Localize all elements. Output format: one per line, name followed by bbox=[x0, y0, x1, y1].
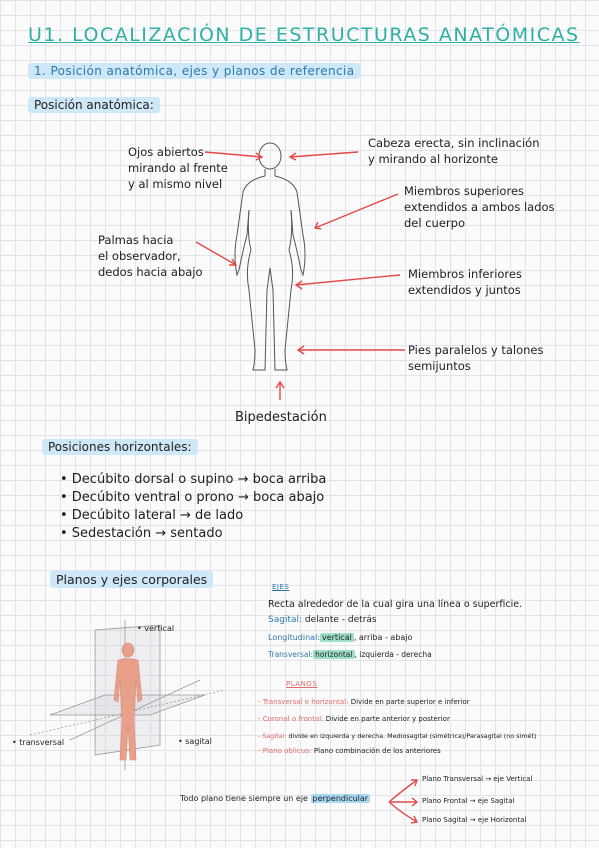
label-bipedestacion: Bipedestación bbox=[235, 410, 327, 425]
final-lead: Todo plano tiene siempre un eje bbox=[180, 794, 308, 803]
list-item: • Decúbito ventral o prono → boca abajo bbox=[60, 490, 325, 505]
ejes-longitudinal-label: Longitudinal: bbox=[268, 633, 320, 642]
label-cabeza: Cabeza erecta, sin inclinación y mirando… bbox=[368, 135, 540, 167]
body-figure-colored bbox=[113, 642, 143, 761]
horizontales-list: • Decúbito dorsal o supino → boca arriba… bbox=[60, 471, 326, 543]
planos-item-label: - Sagital: bbox=[258, 732, 287, 740]
label-miembros-sup-line1: Miembros superiores bbox=[404, 184, 525, 198]
label-pies: Pies paralelos y talones semijuntos bbox=[408, 342, 543, 374]
arrow-pies bbox=[296, 345, 405, 355]
ejes-transversal-mark: horizontal bbox=[313, 650, 355, 659]
label-cabeza-line1: Cabeza erecta, sin inclinación bbox=[368, 136, 540, 150]
left-arm-outline bbox=[234, 175, 266, 277]
ejes-heading: EJES bbox=[272, 583, 290, 591]
label-ojos: Ojos abiertos mirando al frente y al mis… bbox=[128, 144, 228, 192]
planes-diagram bbox=[30, 620, 226, 770]
head-outline bbox=[258, 142, 282, 170]
ejes-transversal-text: , izquierda - derecha bbox=[354, 650, 432, 659]
label-pies-line1: Pies paralelos y talones bbox=[408, 343, 544, 357]
final-statement: Todo plano tiene siempre un eje perpendi… bbox=[180, 794, 371, 803]
planos-item: - Sagital: divide en izquierda y derecha… bbox=[258, 730, 537, 742]
label-miembros-sup: Miembros superiores extendidos a ambos l… bbox=[404, 183, 555, 231]
ejes-sagital-label: Sagital: bbox=[268, 615, 303, 625]
diagram-label-vertical: • vertical bbox=[137, 624, 175, 633]
list-item: • Decúbito lateral → de lado bbox=[60, 508, 244, 523]
planos-item-label: - Plano oblicuo: bbox=[258, 747, 312, 755]
final-mark: perpendicular bbox=[310, 794, 371, 803]
label-miembros-inf: Miembros inferiores extendidos y juntos bbox=[408, 266, 522, 298]
ejes-longitudinal-mark: vertical bbox=[319, 633, 354, 642]
list-item: • Decúbito dorsal o supino → boca arriba bbox=[60, 472, 327, 487]
ejes-longitudinal-text: , arriba - abajo bbox=[353, 633, 413, 642]
label-pies-line2: semijuntos bbox=[408, 359, 471, 373]
final-arrows bbox=[388, 779, 419, 824]
arrow-miembros-inf bbox=[294, 274, 401, 290]
label-palmas-line1: Palmas hacia bbox=[98, 233, 174, 247]
left-leg-outline bbox=[246, 209, 271, 371]
final-pair: Plano Frontal → eje Sagital bbox=[422, 797, 515, 805]
horizontales-heading-text: Posiciones horizontales: bbox=[42, 439, 198, 455]
planos-item-label: - Transversal o horizontal: bbox=[258, 698, 349, 706]
ejes-transversal-label: Transversal: bbox=[268, 650, 314, 659]
planos-heading: Planos y ejes corporales bbox=[50, 571, 214, 588]
section-heading: 1. Posición anatómica, ejes y planos de … bbox=[28, 63, 361, 79]
page-title: U1. LOCALIZACIÓN DE ESTRUCTURAS ANATÓMIC… bbox=[28, 24, 580, 46]
planos-item: - Transversal o horizontal: Divide en pa… bbox=[258, 696, 470, 708]
label-miembros-inf-line1: Miembros inferiores bbox=[408, 267, 522, 281]
arrow-bipedestacion bbox=[275, 380, 285, 400]
planos-item-text: divide en izquierda y derecha. Mediosagi… bbox=[286, 732, 537, 740]
label-palmas-line2: el observador, bbox=[98, 249, 181, 263]
label-ojos-line2: mirando al frente bbox=[128, 161, 228, 175]
posicion-heading-text: Posición anatómica: bbox=[28, 97, 160, 113]
final-pair: Plano Sagital → eje Horizontal bbox=[422, 816, 527, 824]
final-arrow-mid bbox=[389, 797, 419, 807]
diagram-label-sagital: • sagital bbox=[178, 737, 212, 746]
planos-sub-heading: PLANOS bbox=[286, 680, 318, 688]
label-miembros-sup-line2: extendidos a ambos lados bbox=[404, 200, 555, 214]
section-heading-text: 1. Posición anatómica, ejes y planos de … bbox=[28, 63, 361, 79]
planos-item-text: Divide en parte anterior y posterior bbox=[323, 715, 450, 723]
ejes-transversal-row: Transversal:horizontal, izquierda - dere… bbox=[268, 649, 432, 661]
neck-outline bbox=[264, 169, 276, 176]
sagital-axis-line bbox=[69, 679, 201, 741]
annotation-arrows bbox=[195, 151, 405, 400]
final-arrow-top bbox=[388, 779, 418, 803]
label-miembros-sup-line3: del cuerpo bbox=[404, 216, 465, 230]
label-ojos-line1: Ojos abiertos bbox=[128, 145, 204, 159]
planos-item-label: - Coronal o frontal: bbox=[258, 715, 324, 723]
horizontales-heading: Posiciones horizontales: bbox=[42, 439, 198, 455]
label-miembros-inf-line2: extendidos y juntos bbox=[408, 283, 521, 297]
arrow-palmas bbox=[195, 241, 238, 266]
final-pair: Plano Transversal → eje Vertical bbox=[422, 775, 533, 783]
ejes-longitudinal-row: Longitudinal:vertical, arriba - abajo bbox=[268, 632, 412, 644]
arrow-miembros-sup bbox=[313, 193, 399, 230]
final-arrow-bottom bbox=[388, 801, 419, 824]
label-palmas: Palmas hacia el observador, dedos hacia … bbox=[98, 232, 203, 280]
ejes-sagital-row: Sagital: delante - detrás bbox=[268, 614, 377, 626]
planos-item: - Plano oblicuo: Plano combinación de lo… bbox=[258, 745, 441, 757]
diagram-label-transversal: • transversal bbox=[12, 738, 65, 747]
list-item: • Sedestación → sentado bbox=[60, 526, 223, 541]
right-arm-outline bbox=[274, 175, 306, 277]
planos-heading-text: Planos y ejes corporales bbox=[50, 571, 214, 588]
right-leg-outline bbox=[269, 209, 294, 371]
posicion-heading: Posición anatómica: bbox=[28, 97, 160, 113]
label-cabeza-line2: y mirando al horizonte bbox=[368, 152, 499, 166]
arrow-cabeza bbox=[288, 151, 359, 161]
planos-item-text: Divide en parte superior e inferior bbox=[348, 698, 470, 706]
ejes-sagital-text: delante - detrás bbox=[304, 615, 377, 625]
planos-item-text: Plano combinación de los anteriores bbox=[311, 747, 441, 755]
ejes-intro: Recta alrededor de la cual gira una líne… bbox=[268, 599, 523, 610]
planos-item: - Coronal o frontal: Divide en parte ant… bbox=[258, 713, 450, 725]
body-outline-figure bbox=[234, 142, 306, 371]
arrow-ojos bbox=[204, 151, 264, 161]
label-palmas-line3: dedos hacia abajo bbox=[98, 265, 203, 279]
label-ojos-line3: y al mismo nivel bbox=[128, 177, 223, 191]
